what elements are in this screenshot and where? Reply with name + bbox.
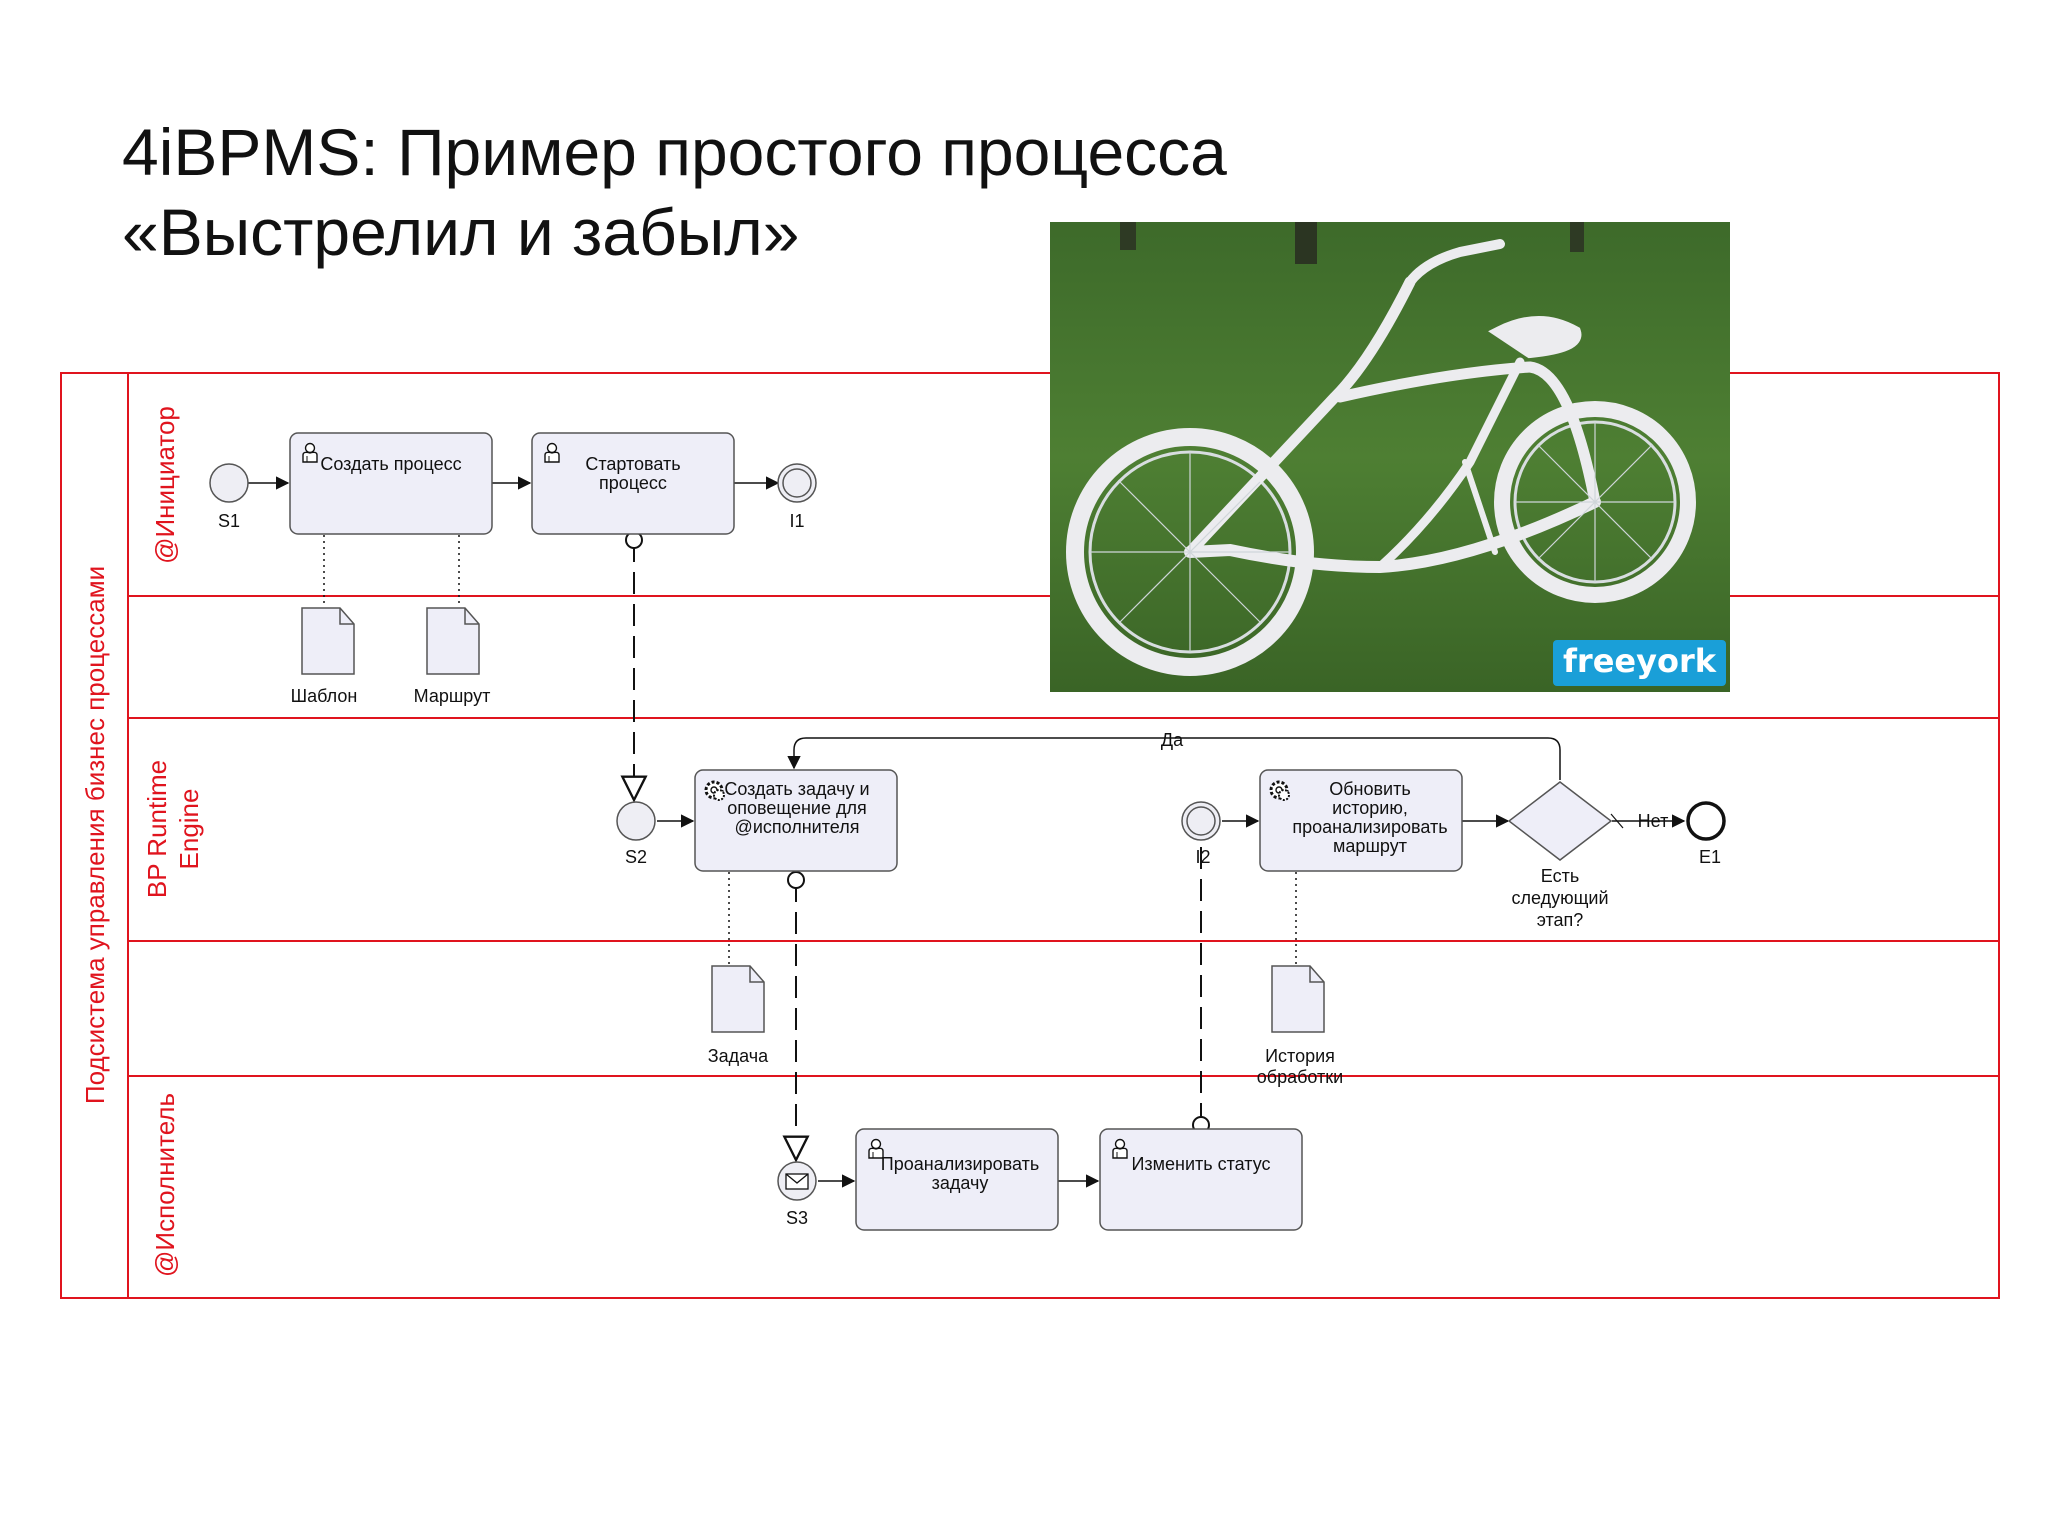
gateway-label: Есть следующий этап? — [1511, 866, 1609, 930]
document-icon — [1271, 965, 1325, 1033]
lane-label-engine: BP Runtime Engine — [142, 759, 204, 899]
title-line-2: «Выстрелил и забыл» — [122, 195, 800, 269]
pool-border — [60, 372, 2000, 1299]
lane-label-initiator: @Инициатор — [150, 406, 180, 564]
data-object-route: Маршрут — [414, 607, 491, 706]
event-label-e1: E1 — [1699, 847, 1721, 867]
flow-gateway-yes — [787, 737, 1561, 780]
gateway-next-stage: Есть следующий этап? — [1507, 781, 1613, 930]
message-start-event-s3: S3 — [777, 1161, 817, 1228]
start-event-s2: S2 — [616, 801, 656, 867]
default-flow-mark — [1610, 813, 1624, 829]
task-create-process: Создать процесс — [289, 432, 493, 535]
pool-label: Подсистема управления бизнес процессами — [80, 566, 110, 1104]
task-update-history: Обновить историю, проанализировать маршр… — [1259, 769, 1463, 872]
task-change-status: Изменить статус — [1099, 1128, 1303, 1231]
task-analyze-task: Проанализировать задачу — [855, 1128, 1059, 1231]
event-label-s1: S1 — [218, 511, 240, 531]
lane-label-executor: @Исполнитель — [150, 1093, 180, 1277]
flow-label-no: Нет — [1638, 811, 1669, 831]
photo-watermark: freeyork — [1552, 640, 1726, 686]
doc-label-task: Задача — [708, 1046, 769, 1066]
task-label-start-process: Стартовать процесс — [585, 455, 681, 493]
doc-label-template: Шаблон — [291, 686, 358, 706]
event-label-i1: I1 — [789, 511, 804, 531]
intermediate-event-i1: I1 — [777, 463, 817, 531]
flow-label-yes: Да — [1161, 730, 1184, 750]
doc-label-route: Маршрут — [414, 686, 491, 706]
task-label-update-history: Обновить историю, проанализировать маршр… — [1292, 780, 1448, 856]
data-object-task: Задача — [708, 965, 769, 1066]
data-object-template: Шаблон — [291, 607, 358, 706]
data-object-history: История обработки — [1256, 965, 1344, 1087]
task-label-create-task: Создать задачу и оповещение для @исполни… — [724, 780, 870, 837]
lane-label-engine-wrap: BP Runtime Engine — [142, 759, 204, 899]
bicycle-photo: freeyork — [1050, 222, 1730, 692]
envelope-icon — [785, 1173, 809, 1190]
task-start-process: Стартовать процесс — [531, 432, 735, 535]
slide-title: 4iBPMS: Пример простого процесса «Выстре… — [122, 112, 1227, 272]
end-event-e1: E1 — [1686, 801, 1726, 867]
document-icon — [301, 607, 355, 675]
doc-label-history: История обработки — [1256, 1046, 1344, 1087]
event-label-s3: S3 — [786, 1208, 808, 1228]
document-icon — [426, 607, 480, 675]
task-label-create-process: Создать процесс — [320, 455, 462, 474]
title-line-1: 4iBPMS: Пример простого процесса — [122, 115, 1227, 189]
document-icon — [711, 965, 765, 1033]
task-label-change-status: Изменить статус — [1131, 1155, 1271, 1174]
bicycle-image — [1050, 222, 1730, 692]
intermediate-event-i2: I2 — [1181, 801, 1221, 867]
task-create-task-notify: Создать задачу и оповещение для @исполни… — [694, 769, 898, 872]
event-label-s2: S2 — [625, 847, 647, 867]
task-label-analyze-task: Проанализировать задачу — [880, 1155, 1040, 1193]
event-label-i2: I2 — [1195, 847, 1210, 867]
start-event-s1: S1 — [209, 463, 249, 531]
